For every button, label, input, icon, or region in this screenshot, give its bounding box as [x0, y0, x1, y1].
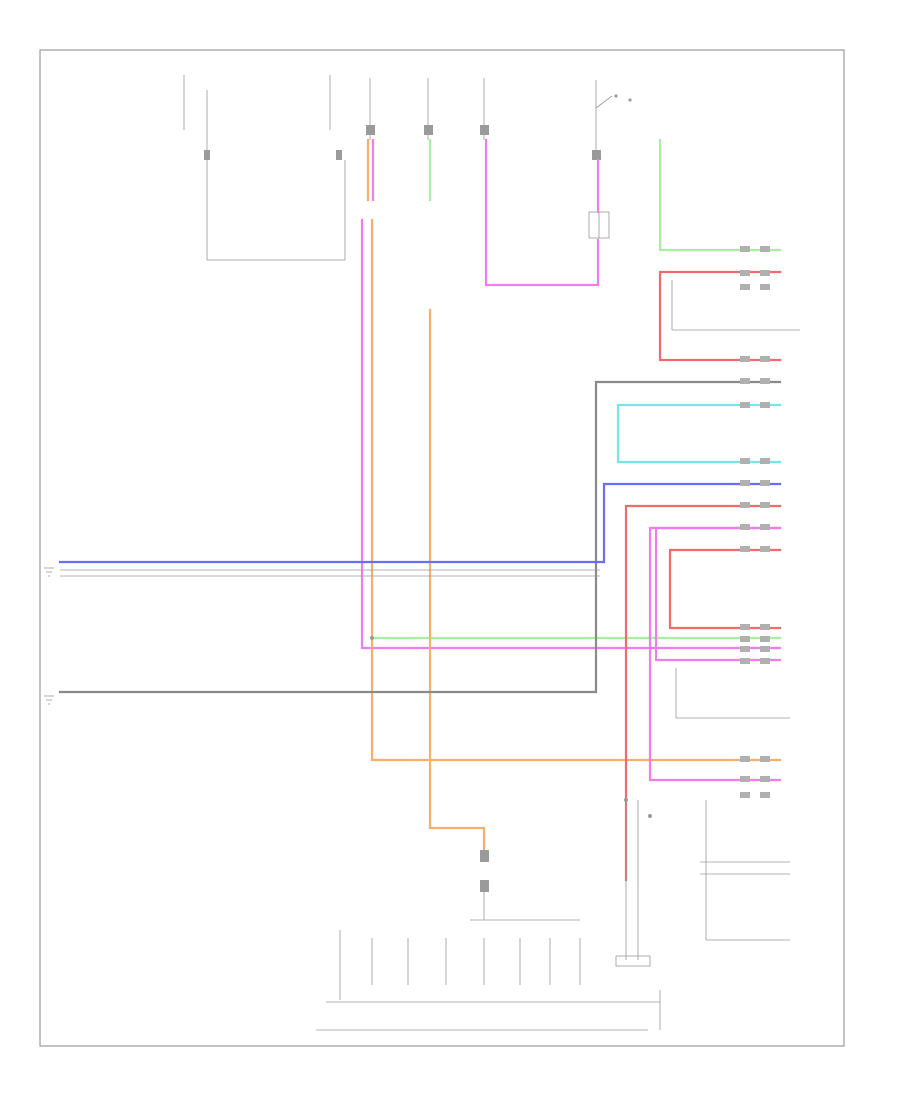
wire-pink-2 — [484, 138, 600, 287]
wire-red-1 — [658, 270, 782, 362]
wire-orange-2 — [428, 308, 486, 852]
wire-cyan-1 — [616, 403, 782, 464]
wire-red-3 — [668, 548, 782, 630]
ground-icon — [44, 567, 54, 577]
bottom-right-pair — [580, 800, 661, 1030]
wire-pink-5 — [654, 526, 782, 662]
wire-gray-1 — [58, 380, 782, 694]
top-fuse-column-3 — [480, 78, 489, 140]
right-component-brackets — [671, 280, 800, 941]
bottom-connector-stack — [470, 850, 580, 921]
top-fuse-column-1 — [366, 78, 375, 140]
ground-icon-2 — [44, 695, 54, 705]
wire-blue-1 — [58, 482, 782, 564]
top-fuse-column-2 — [424, 78, 433, 140]
bottom-components — [316, 930, 648, 1031]
wire-green-3 — [658, 138, 782, 252]
wire-red-2 — [624, 504, 782, 882]
wire-orange-1 — [366, 138, 782, 762]
right-connector-block — [740, 246, 770, 798]
diagram-frame — [39, 49, 845, 1047]
switch-icon — [595, 80, 632, 110]
relay-box — [588, 211, 610, 239]
wire-pink-1 — [360, 138, 782, 650]
top-left-component — [183, 75, 346, 261]
